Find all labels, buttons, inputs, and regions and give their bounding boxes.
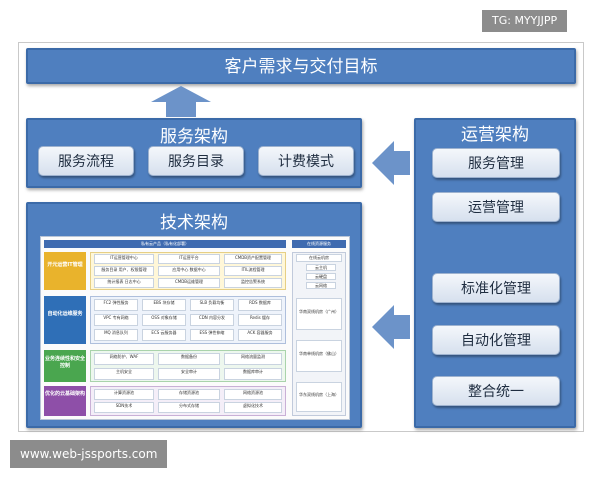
pill-automation-mgmt: 自动化管理 bbox=[432, 325, 560, 355]
private-cloud-header: 私有云产品（私有化部署） bbox=[44, 240, 286, 248]
left-arrow-icon bbox=[372, 141, 394, 185]
watermark-top: TG: MYYJJPP bbox=[482, 10, 568, 32]
cell: IT运营平台 bbox=[158, 254, 220, 264]
cell: 网络流量监测 bbox=[224, 353, 282, 365]
row-label-bg bbox=[44, 386, 86, 416]
row-label-bg bbox=[44, 296, 86, 344]
cell: ACK 容器服务 bbox=[238, 329, 282, 341]
pill-integration: 整合统一 bbox=[432, 376, 560, 406]
cell: 统计报表 日志中心 bbox=[94, 278, 154, 288]
client-needs-banner: 客户需求与交付目标 bbox=[26, 48, 576, 84]
online-resource-header: 在线资源服务 bbox=[292, 240, 346, 248]
cell: RDS 数据库 bbox=[238, 299, 282, 311]
row-label-infra: 优化的云基础架构 bbox=[44, 391, 85, 397]
cell: Redis 缓存 bbox=[238, 314, 282, 326]
watermark-bottom: www.web-jssports.com bbox=[10, 440, 168, 468]
cell: 云硬盘 bbox=[306, 273, 336, 280]
cell: 服务目录 用户、权限管理 bbox=[94, 266, 154, 276]
cell: 数据库审计 bbox=[224, 368, 282, 380]
left-arrow-shaft bbox=[394, 151, 410, 175]
cell: 网络防护、WAF bbox=[94, 353, 154, 365]
cell: 数据备份 bbox=[158, 353, 220, 365]
cell: ITIL流程管理 bbox=[224, 266, 282, 276]
cell: 安全审计 bbox=[158, 368, 220, 380]
cell: 云主机 bbox=[306, 264, 336, 271]
service-arch-title: 服务架构 bbox=[160, 127, 228, 147]
cell: ECS 云服务器 bbox=[142, 329, 186, 341]
cell: 云网络 bbox=[306, 282, 336, 289]
cell: IT运营管理中心 bbox=[94, 254, 154, 264]
pill-billing-mode: 计费模式 bbox=[258, 146, 354, 176]
cell: 在线云机房 bbox=[296, 254, 342, 262]
pill-service-flow: 服务流程 bbox=[38, 146, 134, 176]
pill-standardization-mgmt: 标准化管理 bbox=[432, 273, 560, 303]
cell: SLB 负载均衡 bbox=[190, 299, 234, 311]
cell: FC2 弹性服务 bbox=[94, 299, 138, 311]
row-label-security: 业务连续性和安全控制 bbox=[44, 356, 85, 369]
pill-service-mgmt: 服务管理 bbox=[432, 148, 560, 178]
cell: VPC 专有网络 bbox=[94, 314, 138, 326]
cell: 华南双线机房（广州） bbox=[296, 298, 342, 330]
cell: 网络资源池 bbox=[224, 389, 282, 400]
cell: SDN技术 bbox=[94, 402, 154, 413]
cell: 监控告警系统 bbox=[224, 278, 282, 288]
cell: ESS 弹性伸缩 bbox=[190, 329, 234, 341]
cell: 应用中心 数据中心 bbox=[158, 266, 220, 276]
cell: CDN 内容分发 bbox=[190, 314, 234, 326]
row-label-it-mgmt: 开元运营IT管理 bbox=[47, 262, 83, 268]
cell: OSS 对象存储 bbox=[142, 314, 186, 326]
up-arrow-shaft bbox=[166, 101, 196, 117]
ops-arch-title: 运营架构 bbox=[461, 125, 529, 145]
row-label-bg bbox=[44, 252, 86, 290]
cell: 华南单线机房（佛山） bbox=[296, 340, 342, 372]
cell: 计算资源池 bbox=[94, 389, 154, 400]
left-arrow-icon-lower bbox=[372, 305, 394, 349]
cell: 主机安全 bbox=[94, 368, 154, 380]
up-arrow-icon bbox=[151, 86, 211, 102]
cell: 存储资源池 bbox=[158, 389, 220, 400]
cell: MQ 消息队列 bbox=[94, 329, 138, 341]
left-arrow-shaft-lower bbox=[394, 315, 410, 339]
cell: CMDB运维管理 bbox=[158, 278, 220, 288]
cell: 分布式存储 bbox=[158, 402, 220, 413]
cell: CMDB资产配置管理 bbox=[224, 254, 282, 264]
pill-ops-mgmt: 运营管理 bbox=[432, 192, 560, 222]
cell: EBS 块存储 bbox=[142, 299, 186, 311]
tech-arch-title: 技术架构 bbox=[160, 213, 228, 233]
pill-service-catalog: 服务目录 bbox=[148, 146, 244, 176]
cell: 华东双线机房（上海） bbox=[296, 382, 342, 412]
row-label-bg bbox=[44, 350, 86, 382]
cell: 虚拟化技术 bbox=[224, 402, 282, 413]
row-label-automation: 自动化运维服务 bbox=[47, 311, 83, 317]
